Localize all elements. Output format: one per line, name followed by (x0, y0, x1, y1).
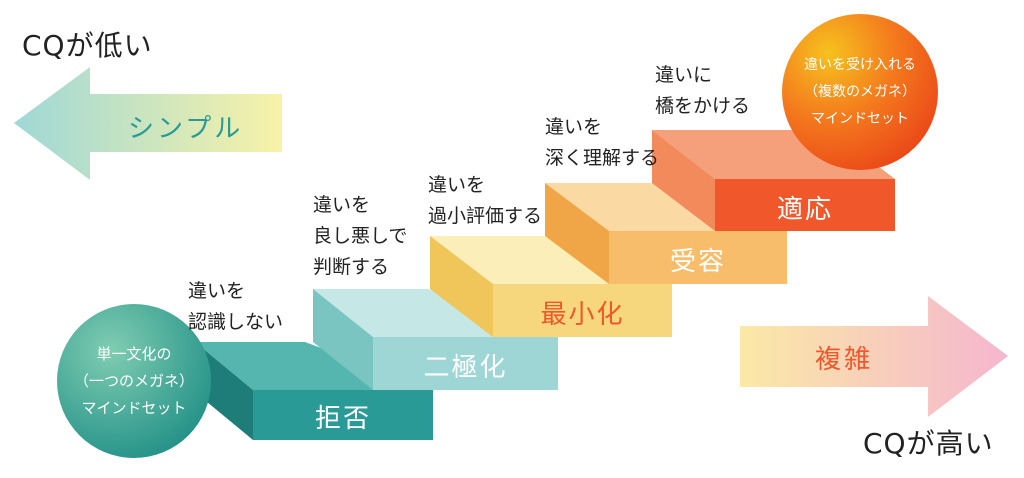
step-1-label: 拒否 (314, 404, 371, 434)
step-2-description: 違いを 良し悪しで 判断する (313, 194, 408, 278)
step-3-label: 最小化 (540, 300, 625, 330)
step-1-description: 違いを 認識しない (188, 280, 284, 333)
end-circle (782, 14, 938, 170)
step-3-description: 違いを 過小評価する (428, 174, 543, 227)
step-2-label: 二極化 (423, 353, 508, 383)
high-cq-label: CQが高い (863, 427, 994, 460)
step-5-description: 違いに 橋をかける (655, 64, 751, 117)
left-arrow (14, 67, 282, 180)
step-5-label: 適応 (776, 195, 833, 225)
start-circle-text: 単一文化の （一つのメガネ） マインドセット (73, 344, 194, 417)
complex-label: 複雑 (815, 345, 874, 375)
step-4-label: 受容 (669, 247, 726, 277)
end-circle-text: 違いを受け入れる （複数のメガネ） マインドセット (804, 56, 916, 127)
simple-label: シンプル (128, 114, 244, 144)
low-cq-label: CQが低い (22, 29, 153, 62)
right-arrow (740, 296, 1008, 417)
step-4-description: 違いを 深く理解する (545, 116, 660, 169)
start-circle (57, 304, 211, 458)
